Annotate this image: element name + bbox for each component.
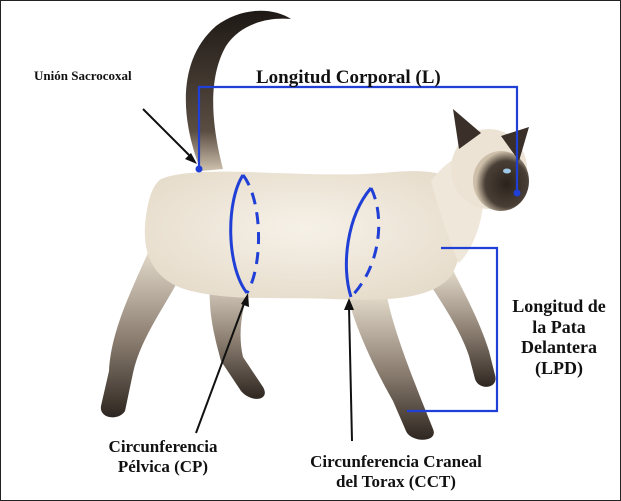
cat-face-mask	[473, 151, 529, 211]
pelvic-label-line-2: Pélvica (CP)	[73, 457, 253, 477]
foreleg-length-label-line-3: Delantera	[504, 337, 614, 358]
thorax-label-line-2: del Torax (CCT)	[276, 472, 516, 492]
sacrocaudal-arrow	[143, 109, 193, 159]
thorax-circumference-label: Circunferencia Craneal del Torax (CCT)	[276, 452, 516, 491]
foreleg-length-label-line-2: la Pata	[504, 317, 614, 338]
cat-front-leg-left	[346, 291, 434, 440]
foreleg-length-label-line-1: Longitud de	[504, 296, 614, 317]
pelvic-label-line-1: Circunferencia	[73, 437, 253, 457]
cat-eye	[503, 169, 511, 174]
body-length-start-dot	[196, 166, 203, 173]
thorax-label-line-1: Circunferencia Craneal	[276, 452, 516, 472]
cat-tail	[186, 11, 291, 171]
foreleg-length-label: Longitud de la Pata Delantera (LPD)	[504, 296, 614, 379]
body-length-end-dot	[514, 190, 521, 197]
body-length-label: Longitud Corporal (L)	[256, 67, 441, 89]
cat-body	[145, 171, 465, 300]
thorax-arrow	[349, 307, 352, 441]
foreleg-length-label-line-4: (LPD)	[504, 358, 614, 379]
sacrocaudal-label: Unión Sacrocoxal	[34, 69, 132, 84]
pelvic-circumference-label: Circunferencia Pélvica (CP)	[73, 437, 253, 476]
